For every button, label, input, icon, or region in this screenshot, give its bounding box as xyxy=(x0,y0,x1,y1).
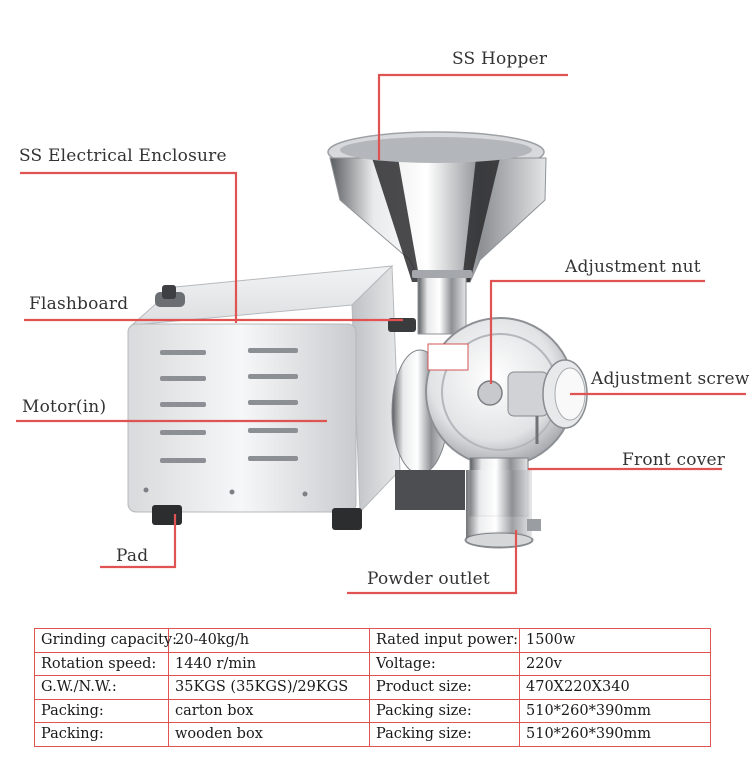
hopper-neck xyxy=(388,270,472,335)
label-front-cover: Front cover xyxy=(622,450,726,470)
spec-value: 220v xyxy=(519,651,711,676)
spec-value: 1500w xyxy=(519,628,711,653)
electrical-enclosure xyxy=(127,264,401,514)
spec-row: Packing: wooden box Packing size: 510*26… xyxy=(34,722,711,747)
leader-enclosure xyxy=(20,171,238,323)
spec-row: Grinding capacity: 20-40kg/h Rated input… xyxy=(34,628,711,653)
vent-slots xyxy=(160,348,298,463)
adjustment-screw-knob xyxy=(507,359,588,444)
spec-value: 35KGS (35KGS)/29KGS xyxy=(168,675,370,700)
leader-powder-outlet xyxy=(347,530,518,595)
spec-key: Packing size: xyxy=(369,722,520,747)
spec-key: Packing: xyxy=(34,722,169,747)
leader-hopper xyxy=(377,73,568,160)
motor-housing xyxy=(391,349,465,510)
machine-diagram xyxy=(16,73,746,595)
spec-key: Voltage: xyxy=(369,651,520,676)
rivets xyxy=(143,487,308,497)
spec-key: Packing size: xyxy=(369,698,520,723)
spec-value: wooden box xyxy=(168,722,370,747)
spec-row: G.W./N.W.: 35KGS (35KGS)/29KGS Product s… xyxy=(34,675,711,700)
powder-outlet xyxy=(464,457,541,549)
spec-row: Packing: carton box Packing size: 510*26… xyxy=(34,698,711,723)
leader-adjust-nut xyxy=(489,279,705,384)
label-motor: Motor(in) xyxy=(22,397,107,417)
label-adjustment-screw: Adjustment screw xyxy=(591,369,750,389)
label-ss-hopper: SS Hopper xyxy=(452,49,548,69)
label-adjustment-nut: Adjustment nut xyxy=(565,257,701,277)
spec-key: Rated input power: xyxy=(369,628,520,653)
spec-value: 470X220X340 xyxy=(519,675,711,700)
spec-key: Packing: xyxy=(34,698,169,723)
spec-value: 510*260*390mm xyxy=(519,698,711,723)
label-ss-electrical-enclosure: SS Electrical Enclosure xyxy=(19,146,227,166)
adjustment-nut-part xyxy=(477,380,503,406)
spec-row: Rotation speed: 1440 r/min Voltage: 220v xyxy=(34,651,711,676)
spec-key: Product size: xyxy=(369,675,520,700)
leader-lines xyxy=(16,73,746,595)
flashboard-slide xyxy=(388,318,416,332)
spec-value: 1440 r/min xyxy=(168,651,370,676)
hopper xyxy=(327,131,547,283)
warning-sticker xyxy=(427,343,469,371)
pads xyxy=(152,505,362,530)
spec-key: Rotation speed: xyxy=(34,651,169,676)
label-flashboard: Flashboard xyxy=(29,294,129,314)
spec-key: G.W./N.W.: xyxy=(34,675,169,700)
label-pad: Pad xyxy=(116,546,149,566)
label-powder-outlet: Powder outlet xyxy=(367,569,490,589)
leader-pad xyxy=(100,514,177,569)
spec-key: Grinding capacity: xyxy=(34,628,177,653)
spec-table: Grinding capacity: 20-40kg/h Rated input… xyxy=(34,628,711,747)
spec-value: carton box xyxy=(168,698,370,723)
spec-value: 20-40kg/h xyxy=(168,628,370,653)
switch-knob xyxy=(155,285,185,307)
spec-value: 510*260*390mm xyxy=(519,722,711,747)
